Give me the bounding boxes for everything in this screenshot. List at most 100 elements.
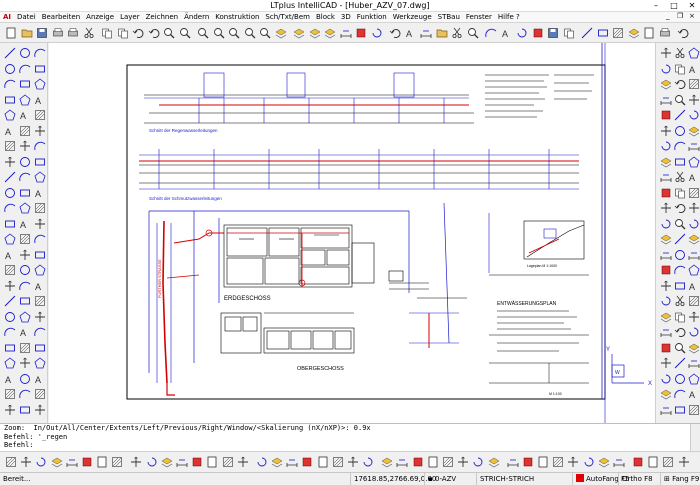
line-tool-button[interactable] <box>673 108 687 122</box>
polygon-tool-button[interactable] <box>687 372 700 386</box>
doc-restore-button[interactable]: ❐ <box>677 12 684 20</box>
zoom-tool-button[interactable] <box>673 341 687 355</box>
rectangle-tool-button[interactable] <box>33 62 47 76</box>
move-tool-button[interactable] <box>33 124 47 138</box>
cut-tool-button[interactable] <box>673 294 687 308</box>
properties-tool-button[interactable] <box>80 455 94 469</box>
rectangle-tool-button[interactable] <box>3 341 17 355</box>
circle-tool-button[interactable] <box>673 248 687 262</box>
status-autofang[interactable]: AutoFang F5 <box>572 473 630 485</box>
polygon-tool-button[interactable] <box>3 232 17 246</box>
rotate-tool-button[interactable] <box>659 294 673 308</box>
dimension-tool-button[interactable] <box>65 455 79 469</box>
dimension-tool-button[interactable] <box>659 403 673 417</box>
arc-tool-button[interactable] <box>18 279 32 293</box>
zoom-tool-button[interactable] <box>227 26 241 40</box>
dimension-tool-button[interactable] <box>659 248 673 262</box>
layer-tool-button[interactable] <box>487 455 501 469</box>
doc-minimize-button[interactable]: _ <box>666 12 670 20</box>
text-tool-button[interactable]: A <box>33 279 47 293</box>
polygon-tool-button[interactable] <box>3 108 17 122</box>
menu-item[interactable]: Hilfe ? <box>497 13 520 21</box>
move-tool-button[interactable] <box>687 93 700 107</box>
layer-tool-button[interactable] <box>380 455 394 469</box>
properties-tool-button[interactable] <box>631 455 645 469</box>
menu-item[interactable]: Fenster <box>465 13 492 21</box>
move-tool-button[interactable] <box>687 201 700 215</box>
zoom-tool-button[interactable] <box>673 93 687 107</box>
hatch-tool-button[interactable] <box>687 77 700 91</box>
zoom-tool-button[interactable] <box>673 217 687 231</box>
polygon-tool-button[interactable] <box>687 263 700 277</box>
properties-tool-button[interactable] <box>190 455 204 469</box>
move-tool-button[interactable] <box>129 455 143 469</box>
circle-tool-button[interactable] <box>3 310 17 324</box>
rectangle-tool-button[interactable] <box>33 341 47 355</box>
minimize-button[interactable]: – <box>654 1 658 10</box>
hatch-tool-button[interactable] <box>33 108 47 122</box>
properties-tool-button[interactable] <box>659 108 673 122</box>
move-tool-button[interactable] <box>18 356 32 370</box>
new-file-tool-button[interactable] <box>4 26 18 40</box>
rotate-tool-button[interactable] <box>659 217 673 231</box>
properties-tool-button[interactable] <box>521 455 535 469</box>
text-tool-button[interactable]: A <box>33 186 47 200</box>
dimension-tool-button[interactable] <box>659 93 673 107</box>
dimension-tool-button[interactable] <box>659 170 673 184</box>
layer-tool-button[interactable] <box>597 455 611 469</box>
dimension-tool-button[interactable] <box>687 248 700 262</box>
rectangle-tool-button[interactable] <box>18 77 32 91</box>
move-tool-button[interactable] <box>659 46 673 60</box>
hatch-tool-button[interactable] <box>687 294 700 308</box>
text-tool-button[interactable]: A <box>404 26 418 40</box>
undo-tool-button[interactable] <box>388 26 402 40</box>
arc-tool-button[interactable] <box>3 201 17 215</box>
copy-tool-button[interactable] <box>100 26 114 40</box>
hatch-tool-button[interactable] <box>661 455 675 469</box>
new-file-tool-button[interactable] <box>646 455 660 469</box>
text-tool-button[interactable]: A <box>3 248 17 262</box>
layer-tool-button[interactable] <box>274 26 288 40</box>
hatch-tool-button[interactable] <box>441 455 455 469</box>
zoom-tool-button[interactable] <box>178 26 192 40</box>
undo-tool-button[interactable] <box>147 26 161 40</box>
dimension-tool-button[interactable] <box>419 26 433 40</box>
text-tool-button[interactable]: A <box>33 93 47 107</box>
print-tool-button[interactable] <box>66 26 80 40</box>
rotate-tool-button[interactable] <box>687 217 700 231</box>
layer-tool-button[interactable] <box>323 26 337 40</box>
copy-tool-button[interactable] <box>673 62 687 76</box>
undo-tool-button[interactable] <box>131 26 145 40</box>
menu-item[interactable]: Anzeige <box>86 13 115 21</box>
menu-item[interactable]: STBau <box>437 13 460 21</box>
text-tool-button[interactable]: A <box>18 325 32 339</box>
command-scrollbar[interactable] <box>690 424 700 452</box>
dimension-tool-button[interactable] <box>285 455 299 469</box>
move-tool-button[interactable] <box>456 455 470 469</box>
text-tool-button[interactable]: A <box>687 170 700 184</box>
move-tool-button[interactable] <box>566 455 580 469</box>
move-tool-button[interactable] <box>677 455 691 469</box>
print-tool-button[interactable] <box>51 26 65 40</box>
menu-item[interactable]: Zeichnen <box>145 13 179 21</box>
new-file-tool-button[interactable] <box>536 455 550 469</box>
arc-tool-button[interactable] <box>3 325 17 339</box>
move-tool-button[interactable] <box>659 279 673 293</box>
circle-tool-button[interactable] <box>18 46 32 60</box>
move-tool-button[interactable] <box>19 455 33 469</box>
polygon-tool-button[interactable] <box>687 155 700 169</box>
menu-item[interactable]: 3D <box>340 13 351 21</box>
line-tool-button[interactable] <box>673 232 687 246</box>
rectangle-tool-button[interactable] <box>596 26 610 40</box>
rectangle-tool-button[interactable] <box>18 403 32 417</box>
circle-tool-button[interactable] <box>673 372 687 386</box>
arc-tool-button[interactable] <box>3 77 17 91</box>
move-tool-button[interactable] <box>346 455 360 469</box>
menu-item[interactable]: Layer <box>120 13 140 21</box>
arc-tool-button[interactable] <box>484 26 498 40</box>
text-tool-button[interactable]: A <box>687 62 700 76</box>
rectangle-tool-button[interactable] <box>673 279 687 293</box>
status-fang[interactable]: ⊞ Fang F9 <box>660 473 700 485</box>
layer-tool-button[interactable] <box>659 387 673 401</box>
hatch-tool-button[interactable] <box>18 124 32 138</box>
